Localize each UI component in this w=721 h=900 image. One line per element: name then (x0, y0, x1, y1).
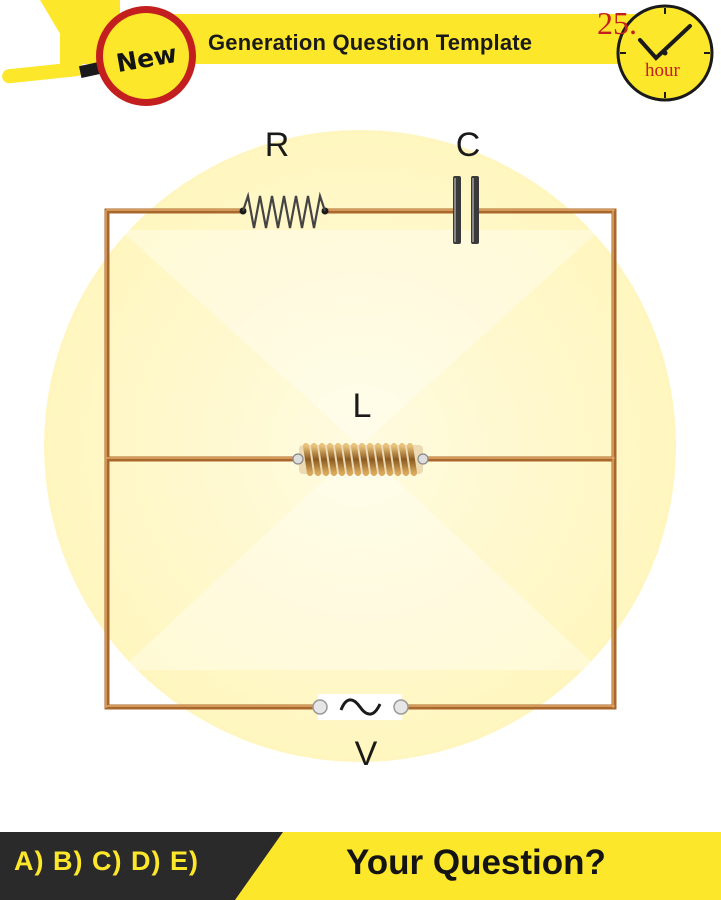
resistor-label: R (264, 126, 290, 164)
capacitor-symbol (453, 176, 479, 244)
footer-band (0, 832, 721, 900)
page-title: Generation Question Template (208, 30, 533, 55)
background-ray (120, 446, 600, 670)
clock-unit: hour (645, 60, 680, 81)
source-label: V (354, 735, 378, 773)
clock-icon (616, 4, 714, 102)
magnifier-lens-icon: New (103, 13, 189, 99)
resistor-symbol (239, 191, 329, 229)
answer-options: A) B) C) D) E) (14, 846, 199, 876)
clock-number: 25. (597, 5, 637, 41)
question-prompt: Your Question? (346, 843, 606, 882)
circuit-wires (104, 208, 617, 710)
new-badge: New (96, 6, 196, 106)
inductor-label: L (352, 387, 372, 425)
ac-source-symbol (312, 694, 409, 720)
magnifier-handle-icon (2, 62, 102, 84)
inductor-symbol (292, 443, 429, 476)
capacitor-label: C (455, 126, 481, 164)
background-ray (120, 230, 600, 446)
